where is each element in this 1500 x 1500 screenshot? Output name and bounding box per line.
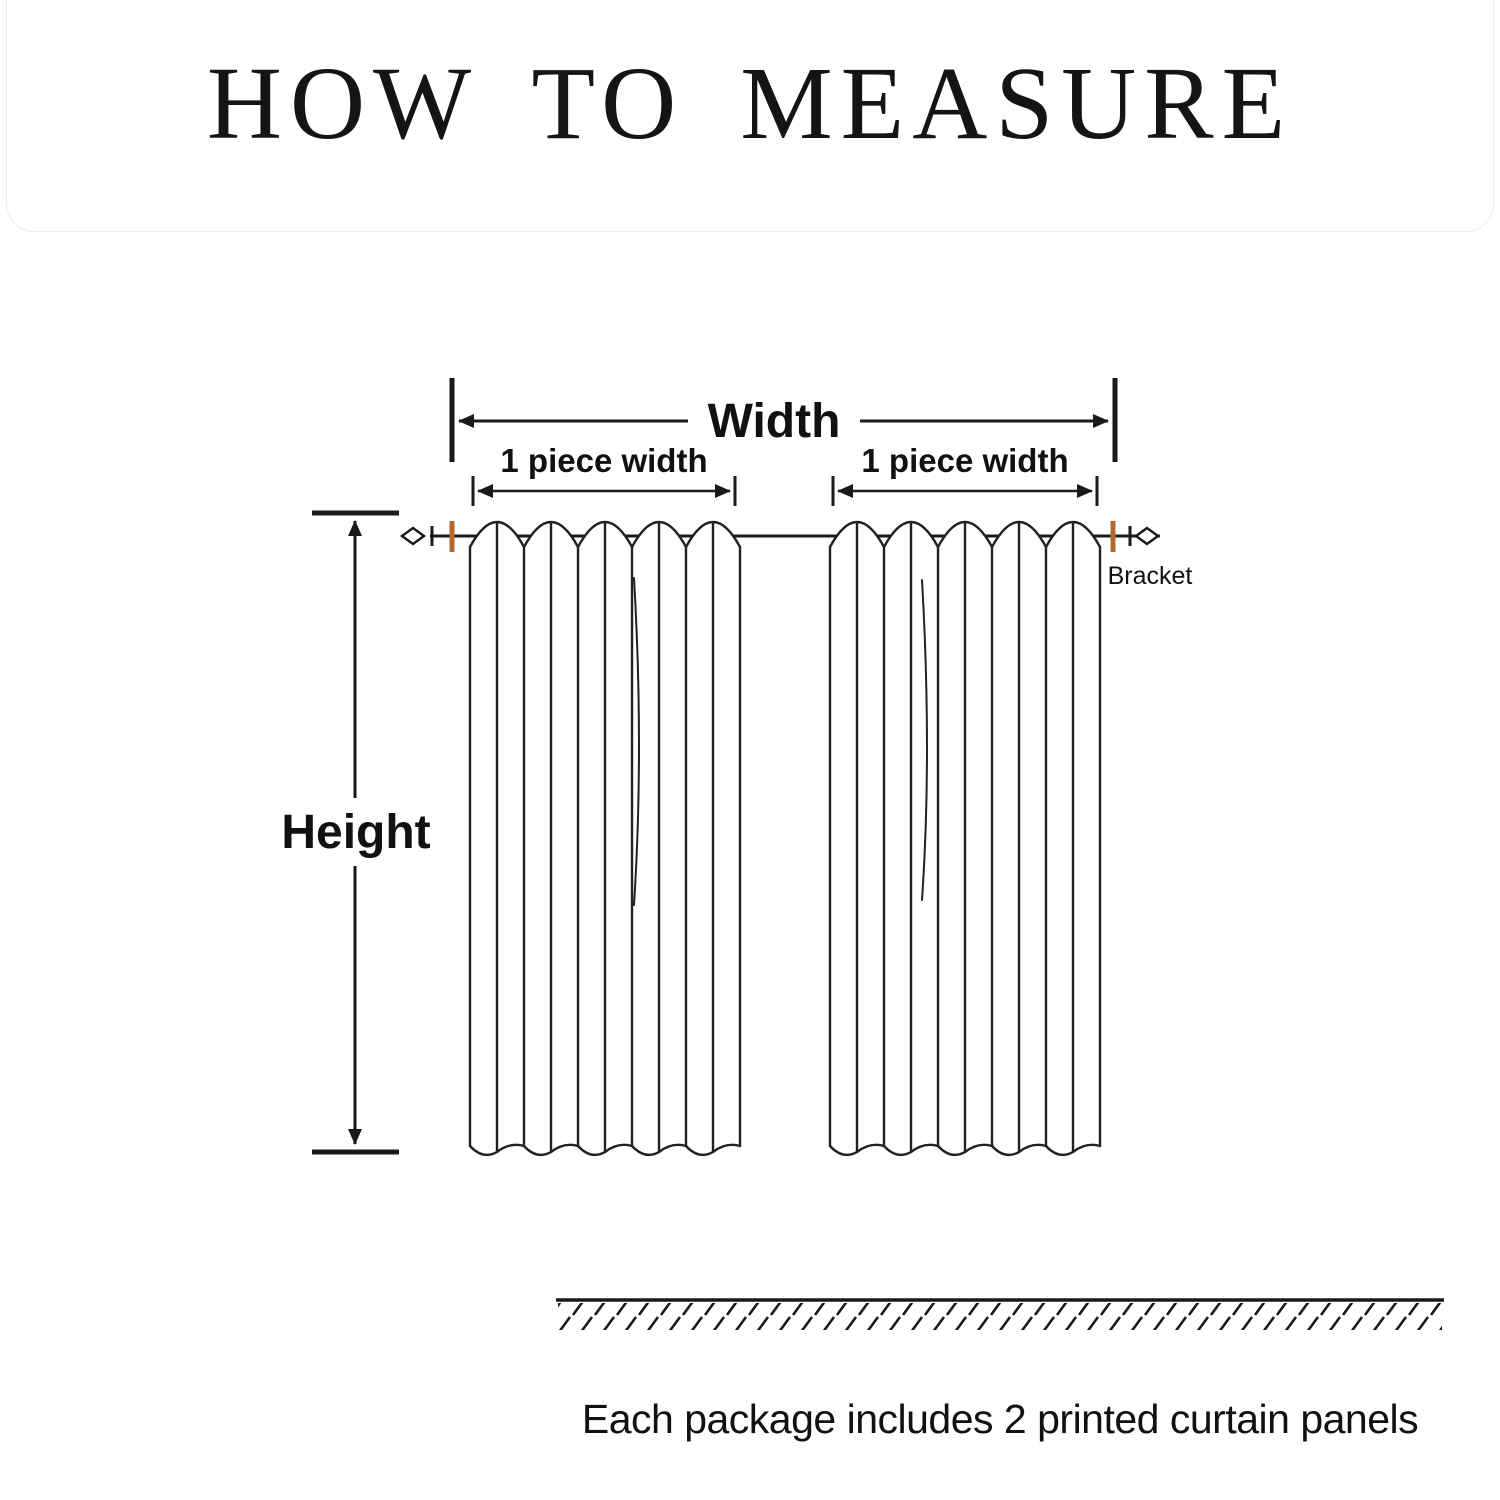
curtain-right-fold-accent (921, 579, 928, 901)
ground (556, 1298, 1444, 1330)
width-measurement (449, 378, 1118, 462)
height-label: Height (281, 806, 430, 859)
title-card (6, 0, 1494, 232)
piece-width-label-right: 1 piece width (861, 442, 1068, 479)
rod-finial-right (1133, 526, 1161, 546)
piece-width-label-left: 1 piece width (500, 442, 707, 479)
footer-note: Each package includes 2 printed curtain … (581, 1396, 1419, 1442)
curtain-panel-right (828, 520, 1102, 1157)
curtain-left-hem (468, 1143, 742, 1157)
curtain-panel-left (468, 520, 742, 1157)
piece-width-measurements (471, 476, 1099, 506)
curtain-left-fold-accent (633, 577, 640, 906)
page-title: HOW TO MEASURE (206, 46, 1294, 161)
rod-finial-left (399, 526, 427, 546)
width-label: Width (708, 395, 841, 448)
curtain-right-hem (828, 1143, 1102, 1157)
ground-hatching (558, 1303, 1442, 1330)
height-measurement (312, 510, 399, 1155)
bracket-label: Bracket (1108, 562, 1193, 590)
rod-brackets (449, 521, 1116, 552)
